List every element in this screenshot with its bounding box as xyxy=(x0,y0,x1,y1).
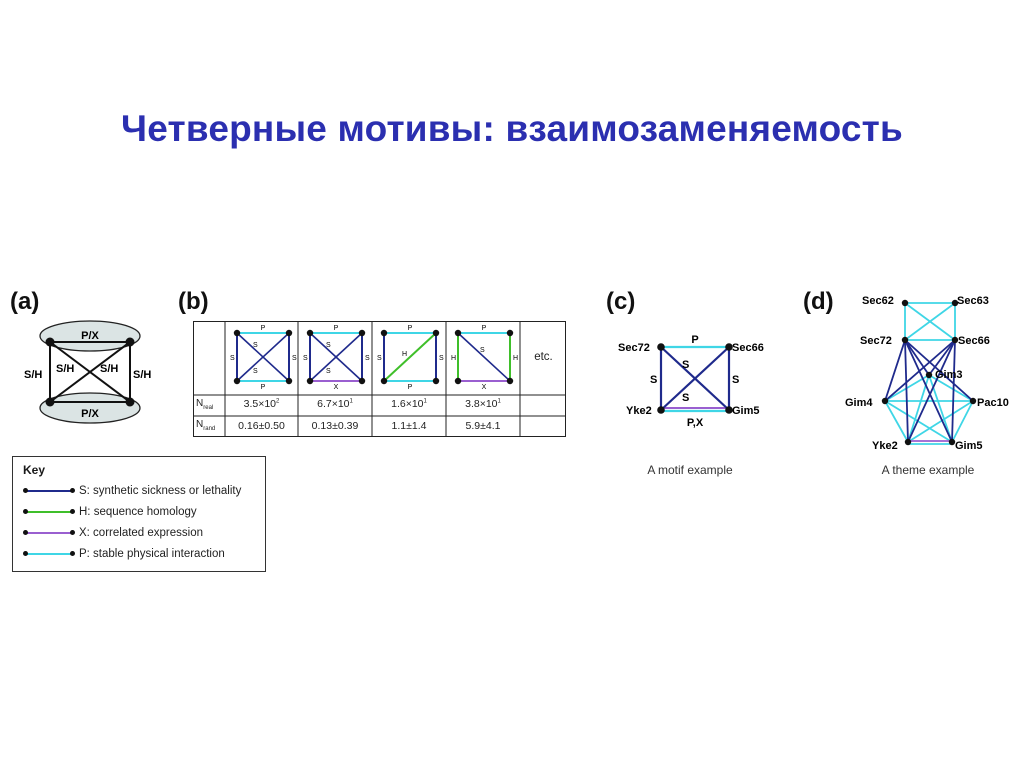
label-top-edge: P/X xyxy=(81,330,99,342)
n-real-value: 1.6×101 xyxy=(391,398,427,410)
panel-d-caption: A theme example xyxy=(881,463,975,477)
key-item-p: P: stable physical interaction xyxy=(23,547,225,561)
svg-text:S: S xyxy=(253,368,258,375)
node-yke2: Yke2 xyxy=(626,405,652,417)
node-sec63: Sec63 xyxy=(957,295,989,307)
motif-table xyxy=(193,321,566,437)
slide-title: Четверные мотивы: взаимозаменяемость xyxy=(121,108,903,149)
panel-d-label: (d) xyxy=(803,288,834,315)
node xyxy=(125,397,135,407)
node-gim3: Gim3 xyxy=(935,369,963,381)
motif-3: P P S S H xyxy=(377,325,444,391)
svg-text:P: P xyxy=(261,325,266,332)
motif-1: P P S S S S xyxy=(230,325,297,391)
row-label-n-real: Nreal xyxy=(196,398,214,411)
motif-2: P X S S S S xyxy=(303,325,370,391)
key-line-x xyxy=(23,530,75,535)
n-rand-value: 0.13±0.39 xyxy=(311,420,359,432)
label-diagonal-2: S/H xyxy=(100,363,118,375)
svg-text:S: S xyxy=(377,355,382,362)
top-ellipse xyxy=(39,320,141,352)
svg-text:S: S xyxy=(365,355,370,362)
node-pac10: Pac10 xyxy=(977,397,1009,409)
svg-text:S: S xyxy=(732,374,739,386)
key-item-s: S: synthetic sickness or lethality xyxy=(23,484,242,498)
panel-b-label: (b) xyxy=(178,288,209,315)
svg-text:S: S xyxy=(326,342,331,349)
label-bottom-edge: P/X xyxy=(81,408,99,420)
n-real-value: 3.5×102 xyxy=(243,398,280,410)
label-diagonal-1: S/H xyxy=(56,363,74,375)
legend-key: Key S: synthetic sickness or lethality H… xyxy=(12,456,266,572)
svg-text:S: S xyxy=(682,392,689,404)
node-sec72: Sec72 xyxy=(860,335,892,347)
motif-table-grid: P P S S S S P X S S S S P P S S H xyxy=(193,321,566,437)
svg-text:P: P xyxy=(691,334,698,346)
diagonal-edge-2 xyxy=(49,341,131,403)
svg-text:S: S xyxy=(480,347,485,354)
svg-text:P: P xyxy=(261,384,266,391)
node-sec66: Sec66 xyxy=(958,335,990,347)
motif-4: P X H H S xyxy=(451,325,518,391)
svg-text:P: P xyxy=(408,325,413,332)
key-label: H: sequence homology xyxy=(79,506,197,518)
key-line-p xyxy=(23,551,75,556)
svg-text:H: H xyxy=(451,355,456,362)
svg-text:S: S xyxy=(439,355,444,362)
svg-text:H: H xyxy=(513,355,518,362)
key-label: S: synthetic sickness or lethality xyxy=(79,485,242,497)
svg-text:X: X xyxy=(482,384,487,391)
key-line-h xyxy=(23,509,75,514)
svg-text:S: S xyxy=(682,359,689,371)
svg-text:S: S xyxy=(326,368,331,375)
panel-a-label: (a) xyxy=(10,288,40,315)
etc-label: etc. xyxy=(534,351,553,363)
key-item-h: H: sequence homology xyxy=(23,505,197,519)
n-rand-value: 1.1±1.4 xyxy=(391,420,427,432)
key-label: X: correlated expression xyxy=(79,527,204,539)
node-gim5: Gim5 xyxy=(955,440,983,452)
row-label-n-rand: Nrand xyxy=(196,419,216,432)
node-sec62: Sec62 xyxy=(862,295,894,307)
n-rand-value: 5.9±4.1 xyxy=(465,420,501,432)
svg-text:P,X: P,X xyxy=(687,417,704,429)
node-gim4: Gim4 xyxy=(845,397,873,409)
svg-text:S: S xyxy=(292,355,297,362)
node-sec72: Sec72 xyxy=(618,342,650,354)
svg-text:S: S xyxy=(303,355,308,362)
panel-c-diagram: Sec72 Sec66 Yke2 Gim5 P P,X S S S S xyxy=(618,334,764,429)
node xyxy=(45,337,55,347)
svg-text:P: P xyxy=(482,325,487,332)
svg-text:S: S xyxy=(253,342,258,349)
label-left-edge: S/H xyxy=(24,369,42,381)
key-label: P: stable physical interaction xyxy=(79,548,225,560)
label-right-edge: S/H xyxy=(133,369,151,381)
node-yke2: Yke2 xyxy=(872,440,898,452)
n-real-value: 6.7×101 xyxy=(317,398,353,410)
panel-c-label: (c) xyxy=(606,288,636,315)
key-title: Key xyxy=(23,463,46,477)
svg-text:P: P xyxy=(334,325,339,332)
panel-a-diagram: P/X P/X S/H S/H S/H S/H xyxy=(24,320,151,424)
svg-text:S: S xyxy=(650,374,657,386)
node-gim5: Gim5 xyxy=(732,405,760,417)
key-item-x: X: correlated expression xyxy=(23,526,204,540)
bottom-ellipse xyxy=(39,392,141,424)
svg-text:P: P xyxy=(408,384,413,391)
svg-text:X: X xyxy=(334,384,339,391)
panel-c-caption: A motif example xyxy=(647,463,733,477)
svg-text:S: S xyxy=(230,355,235,362)
node-sec66: Sec66 xyxy=(732,342,764,354)
panel-d-diagram: Sec62 Sec63 Sec72 Sec66 Gim3 Gim4 Pac10 … xyxy=(845,295,1009,452)
svg-text:H: H xyxy=(402,351,407,358)
node xyxy=(125,337,135,347)
n-rand-value: 0.16±0.50 xyxy=(238,420,285,432)
n-real-value: 3.8×101 xyxy=(465,398,501,410)
key-line-s xyxy=(23,488,75,493)
node xyxy=(45,397,55,407)
